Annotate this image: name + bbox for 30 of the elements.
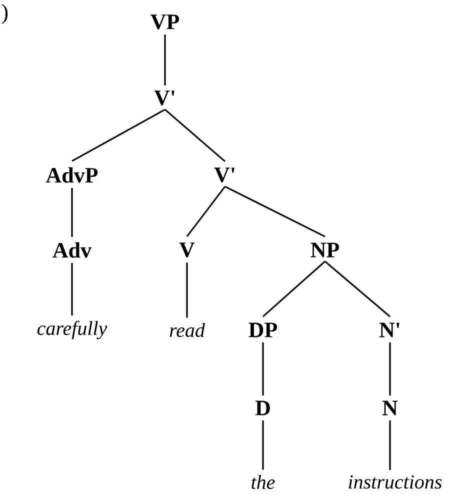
category-label: AdvP [46, 167, 98, 183]
tree-branch [262, 420, 264, 470]
tree-branch [71, 262, 73, 316]
category-label: Adv [52, 242, 92, 258]
tree-branch [324, 260, 390, 318]
category-label: V [179, 242, 195, 258]
tree-branch [224, 186, 326, 238]
tree-branch [72, 108, 166, 162]
category-label: D [255, 400, 270, 416]
category-label: N' [379, 322, 400, 338]
tree-branch [186, 262, 188, 318]
tree-branch [71, 188, 73, 238]
tree-branch [164, 108, 226, 162]
category-label: V' [214, 168, 234, 182]
word-label: the [252, 474, 275, 490]
category-label: N [382, 400, 398, 416]
category-label: V' [154, 90, 174, 106]
tree-branch [389, 342, 391, 396]
panel-letter: ) [2, 4, 8, 24]
tree-branch [186, 186, 226, 237]
tree-branch [262, 342, 264, 396]
tree-branch [164, 34, 166, 86]
tree-branch [262, 260, 326, 318]
tree-branch [389, 420, 391, 470]
category-label: NP [310, 242, 340, 258]
category-label: VP [150, 14, 180, 30]
word-label: carefully [37, 320, 108, 340]
word-label: read [170, 322, 205, 338]
category-label: DP [248, 322, 278, 338]
word-label: instructions [348, 475, 442, 489]
